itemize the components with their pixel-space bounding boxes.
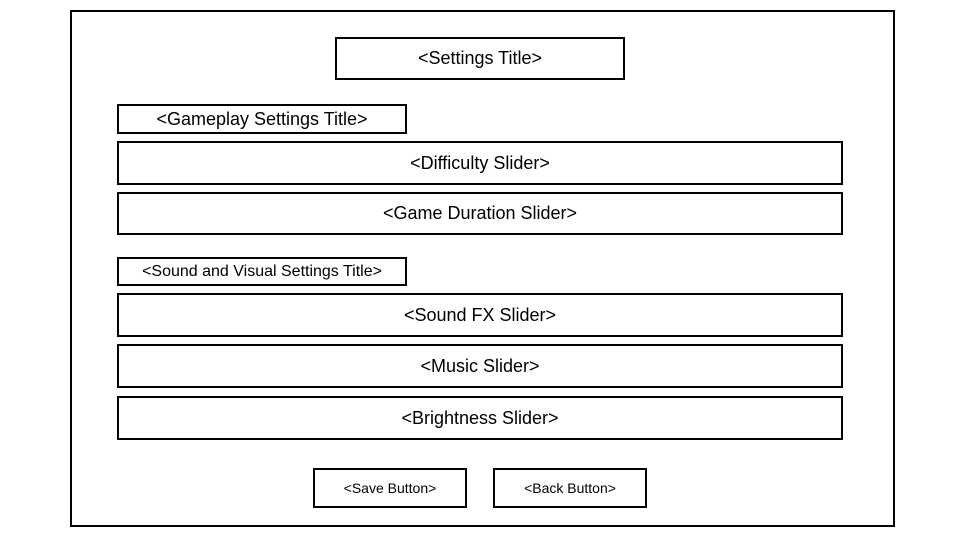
- music-slider[interactable]: <Music Slider>: [117, 344, 843, 388]
- back-button[interactable]: <Back Button>: [493, 468, 647, 508]
- brightness-slider[interactable]: <Brightness Slider>: [117, 396, 843, 440]
- settings-screen-frame: [70, 10, 895, 527]
- sound-visual-settings-title: <Sound and Visual Settings Title>: [117, 257, 407, 286]
- difficulty-slider[interactable]: <Difficulty Slider>: [117, 141, 843, 185]
- sound-fx-slider[interactable]: <Sound FX Slider>: [117, 293, 843, 337]
- game-duration-slider[interactable]: <Game Duration Slider>: [117, 192, 843, 235]
- settings-title: <Settings Title>: [335, 37, 625, 80]
- gameplay-settings-title: <Gameplay Settings Title>: [117, 104, 407, 134]
- save-button[interactable]: <Save Button>: [313, 468, 467, 508]
